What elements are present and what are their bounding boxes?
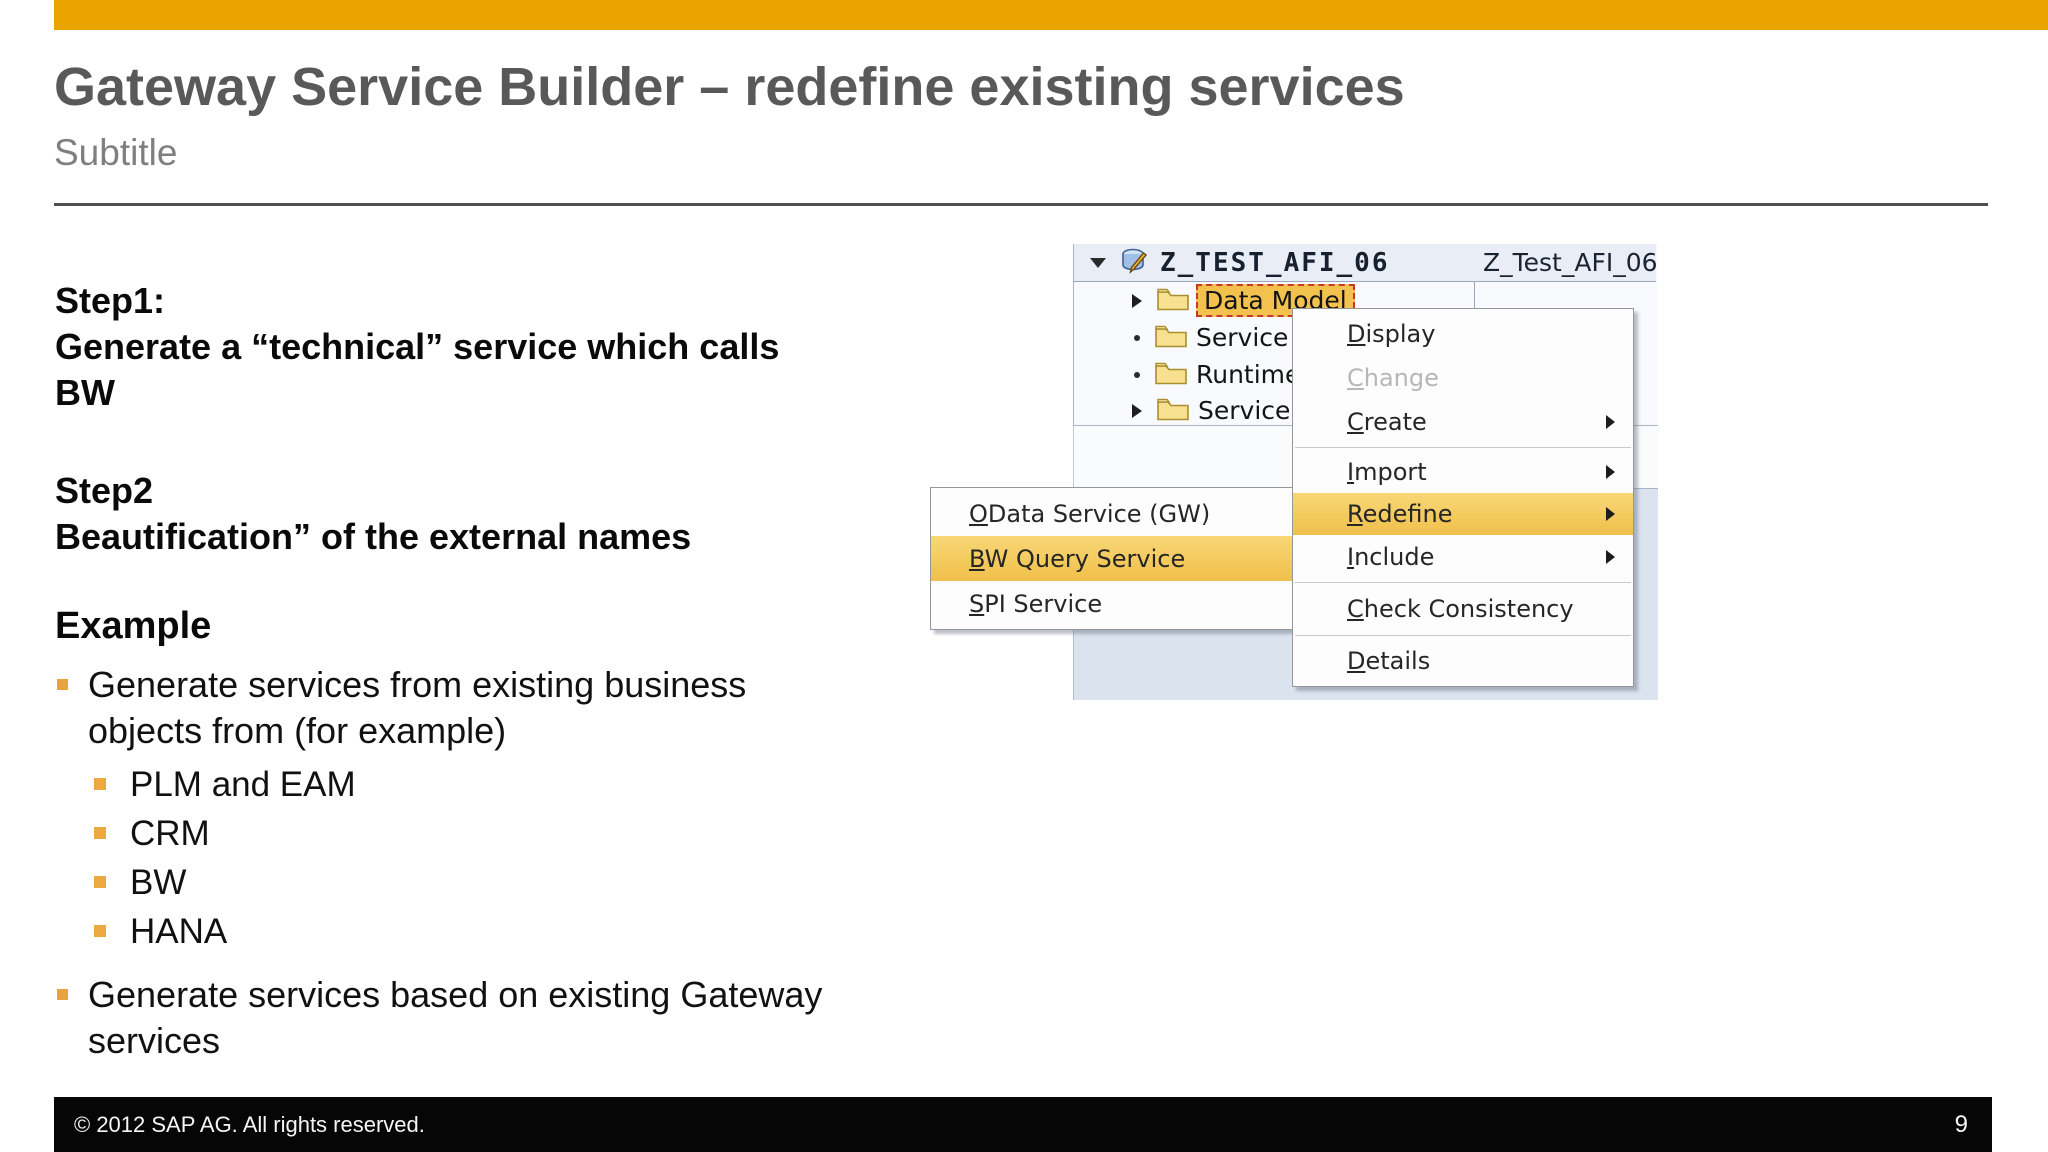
step1-line2: BW — [55, 372, 115, 413]
menu-item-label: Redefine — [1347, 500, 1453, 528]
folder-icon — [1156, 285, 1190, 316]
bullet-square-icon — [57, 989, 68, 1000]
footer-bar: © 2012 SAP AG. All rights reserved. 9 — [54, 1097, 1992, 1152]
tree-root-value-cell[interactable]: Z_Test_AFI_06 — [1483, 248, 1658, 277]
menu-item-label: Create — [1347, 408, 1427, 436]
list-item: PLM and EAM — [55, 760, 1015, 809]
menu-item-include[interactable]: Include — [1293, 535, 1633, 579]
leaf-dot-icon — [1134, 334, 1140, 341]
menu-item-label: Change — [1347, 364, 1439, 392]
tree-node-label[interactable]: Service — [1198, 396, 1291, 425]
tree-node-label[interactable]: Runtime — [1196, 360, 1301, 389]
submenu-item-bw-query-service[interactable]: BW Query Service — [931, 536, 1293, 581]
example-heading: Example — [55, 605, 212, 647]
folder-icon — [1154, 322, 1188, 353]
page-title: Gateway Service Builder – redefine exist… — [54, 57, 1405, 117]
bullet-square-icon — [94, 778, 106, 790]
submenu-item-label: BW Query Service — [969, 544, 1186, 573]
tree-node-label[interactable]: Data Model — [1196, 284, 1355, 317]
bullet-square-icon — [94, 925, 106, 937]
redefine-submenu: OData Service (GW) BW Query Service SPI … — [930, 487, 1294, 630]
list-item: HANA — [55, 907, 1015, 956]
sub-bullet-text: HANA — [130, 912, 228, 951]
bullet-square-icon — [57, 679, 68, 690]
tree-row-data-model[interactable]: Data Model — [1074, 282, 1656, 319]
menu-separator — [1295, 447, 1631, 448]
project-icon — [1120, 246, 1150, 280]
menu-item-redefine[interactable]: Redefine — [1293, 493, 1633, 535]
submenu-item-odata-service[interactable]: OData Service (GW) — [931, 491, 1293, 536]
step2-line1: Beautification” of the external names — [55, 516, 692, 557]
tree-node-label[interactable]: Service — [1196, 323, 1289, 352]
submenu-arrow-icon — [1606, 465, 1615, 479]
list-item: CRM — [55, 809, 1015, 858]
bullet-square-icon — [94, 827, 106, 839]
menu-item-details[interactable]: Details — [1293, 639, 1633, 683]
list-item: BW — [55, 858, 1015, 907]
step2-block: Step2 Beautification” of the external na… — [55, 468, 995, 560]
sub-bullet-text: PLM and EAM — [130, 765, 356, 804]
menu-item-import[interactable]: Import — [1293, 451, 1633, 493]
page-subtitle: Subtitle — [54, 132, 178, 173]
expand-triangle-icon[interactable] — [1132, 293, 1142, 308]
step1-block: Step1: Generate a “technical” service wh… — [55, 278, 995, 416]
menu-item-label: Include — [1347, 543, 1435, 571]
collapse-triangle-icon[interactable] — [1090, 257, 1106, 268]
menu-separator — [1295, 582, 1631, 583]
sub-bullet-text: BW — [130, 863, 187, 902]
sub-bullet-list: PLM and EAM CRM BW HANA — [55, 760, 1015, 956]
submenu-item-label: SPI Service — [969, 589, 1103, 618]
copyright-text: © 2012 SAP AG. All rights reserved. — [74, 1111, 425, 1137]
tree-row-service-2[interactable]: Service — [1074, 392, 1656, 429]
expand-triangle-icon[interactable] — [1132, 403, 1142, 418]
step2-heading: Step2 — [55, 470, 154, 511]
submenu-arrow-icon — [1606, 507, 1615, 521]
list-item: Generate services based on existing Gate… — [55, 972, 1015, 1064]
step1-line1: Generate a “technical” service which cal… — [55, 326, 780, 367]
submenu-item-label: OData Service (GW) — [969, 499, 1211, 528]
menu-item-label: Check Consistency — [1347, 595, 1574, 623]
title-divider — [54, 203, 1988, 206]
menu-separator — [1295, 635, 1631, 636]
list-item: Generate services from existing business… — [55, 662, 1015, 754]
accent-bar — [54, 0, 2048, 30]
sub-bullet-text: CRM — [130, 814, 210, 853]
tree-root-label[interactable]: Z_TEST_AFI_06 — [1160, 247, 1390, 278]
step1-heading: Step1: — [55, 280, 166, 321]
context-menu: Display Change Create Import Redefine In… — [1292, 308, 1634, 687]
leaf-dot-icon — [1134, 371, 1140, 378]
menu-item-label: Import — [1347, 458, 1427, 486]
bullet-list: Generate services from existing business… — [55, 662, 1015, 1064]
menu-item-display[interactable]: Display — [1293, 312, 1633, 356]
submenu-arrow-icon — [1606, 550, 1615, 564]
tree-row-runtime[interactable]: Runtime — [1074, 356, 1656, 393]
submenu-item-spi-service[interactable]: SPI Service — [931, 581, 1293, 626]
bullet2-text: Generate services based on existing Gate… — [88, 974, 823, 1061]
menu-item-create[interactable]: Create — [1293, 400, 1633, 444]
tree-row-service-1[interactable]: Service — [1074, 319, 1656, 356]
menu-item-label: Details — [1347, 647, 1431, 675]
bullet1-text: Generate services from existing business… — [88, 664, 747, 751]
bullet-square-icon — [94, 876, 106, 888]
menu-item-label: Display — [1347, 320, 1436, 348]
submenu-arrow-icon — [1606, 415, 1615, 429]
folder-icon — [1156, 395, 1190, 426]
menu-item-change: Change — [1293, 356, 1633, 400]
folder-icon — [1154, 359, 1188, 390]
tree-root-row[interactable]: Z_TEST_AFI_06 Z_Test_AFI_06 — [1074, 244, 1658, 282]
menu-item-check-consistency[interactable]: Check Consistency — [1293, 586, 1633, 632]
page-number: 9 — [1954, 1110, 1968, 1138]
